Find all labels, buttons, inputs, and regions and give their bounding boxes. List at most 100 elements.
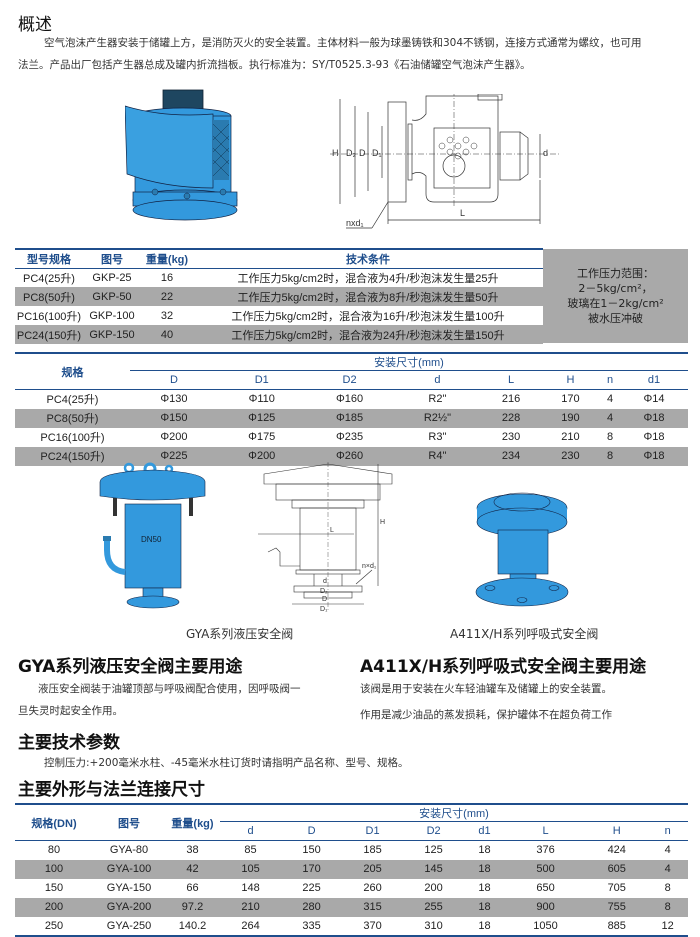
cell: 97.2 <box>165 897 220 917</box>
cell: 工作压力5kg/cm2时，混合液为24升/秒泡沫发生量150升 <box>193 325 543 344</box>
svg-text:H: H <box>332 148 339 158</box>
overview-paragraph: 空气泡沫产生器安装于储罐上方，是消防灭火的安全装置。主体材料一般为球墨铸铁和30… <box>18 32 688 76</box>
column-header: d1 <box>478 825 491 837</box>
cell: 18 <box>464 859 505 879</box>
cell: 8 <box>664 882 671 894</box>
gya-caption: GYA系列液压安全阀 <box>186 627 294 641</box>
cell: 8 <box>606 431 614 443</box>
cell: 170 <box>561 393 580 406</box>
note-line: 被水压冲破 <box>587 312 643 325</box>
cell: 185 <box>363 844 382 857</box>
cell: Φ160 <box>336 393 364 406</box>
cell: Φ14 <box>643 393 665 406</box>
cell: 工作压力5kg/cm2时，混合液为16升/秒泡沫发生量100升 <box>231 310 505 323</box>
svg-text:D₂: D₂ <box>320 588 328 595</box>
group-header: 安装尺寸(mm) <box>220 804 688 822</box>
cell: PC24(150升) <box>15 325 83 344</box>
cell: GKP-150 <box>83 325 141 344</box>
cell: R4" <box>393 446 482 466</box>
cell: 148 <box>241 882 260 894</box>
cell: 145 <box>403 859 465 879</box>
cell: 8 <box>600 446 620 466</box>
cell: PC16(100升) <box>40 432 105 444</box>
cell: 150 <box>44 882 64 894</box>
cell: 22 <box>141 287 193 306</box>
table1-header: 重量(kg) <box>145 253 189 266</box>
table3-header: 图号 <box>93 804 165 841</box>
cell: 140.2 <box>178 919 207 932</box>
cell: R3" <box>428 431 447 443</box>
gya-valve-drawing: H L d D₂ D D₁ n×d₁ <box>258 462 398 613</box>
cell: 424 <box>607 844 626 857</box>
table3-header: 重量(kg) <box>165 804 220 841</box>
dn50-label: DN50 <box>141 535 162 544</box>
cell: GYA-80 <box>109 844 149 857</box>
gya-line-1: 液压安全阀装于油罐顶部与呼吸阀配合使用，因呼吸阀一 <box>38 683 301 695</box>
cell: 260 <box>363 882 382 894</box>
cell: 200 <box>15 897 93 917</box>
cell: Φ185 <box>305 408 394 428</box>
cell: Φ18 <box>619 446 688 466</box>
table-installation-dimensions: 规格 安装尺寸(mm) D D1 D2 d L H n d1 PC4(25升)Φ… <box>15 352 688 466</box>
column-header: D <box>307 825 316 837</box>
cell: PC4(25升) <box>46 394 99 407</box>
column-header: D <box>169 374 178 386</box>
cell: 18 <box>478 882 491 894</box>
cell: PC16(100升) <box>16 310 82 323</box>
cell: 228 <box>481 408 541 428</box>
column-header: L <box>542 825 549 837</box>
cell: 4 <box>647 859 688 879</box>
svg-text:n×d₁: n×d₁ <box>362 563 377 570</box>
column-header: D2 <box>342 374 357 386</box>
a411-line-1: 该阀是用于安装在火车轻油罐车及储罐上的安全装置。 <box>360 683 612 695</box>
cell: 280 <box>281 897 343 917</box>
cell: 755 <box>586 897 648 917</box>
flange-section-title: 主要外形与法兰连接尺寸 <box>18 780 205 800</box>
cell: 234 <box>481 446 541 466</box>
cell: 18 <box>478 919 491 932</box>
column-header: n <box>664 825 671 837</box>
table1-header-row: 型号规格 图号 重量(kg) 技术条件 <box>15 249 543 268</box>
cell: 80 <box>47 844 61 857</box>
note-line: 工作压力范围： <box>576 267 654 280</box>
cell: GKP-50 <box>83 287 141 306</box>
cell: 264 <box>241 919 260 932</box>
cell: 150 <box>302 844 321 857</box>
cell: 38 <box>186 844 199 857</box>
cell: 8 <box>647 897 688 917</box>
cell: GYA-250 <box>106 919 152 932</box>
cell: PC8(50升) <box>15 287 83 306</box>
table1-header: 技术条件 <box>346 253 390 266</box>
cell: 500 <box>504 859 587 879</box>
tech-params-text: 控制压力:+200毫米水柱、-45毫米水柱订货时请指明产品名称、型号、规格。 <box>44 757 409 769</box>
cell: 4 <box>600 408 620 428</box>
gya-section-title: GYA系列液压安全阀主要用途 <box>18 657 243 677</box>
column-header: d <box>247 825 254 837</box>
overview-title: 概述 <box>18 15 52 35</box>
cell: Φ175 <box>248 431 276 443</box>
spec-header: 规格 <box>15 353 130 390</box>
cell: 216 <box>501 393 521 406</box>
table3-header: 规格(DN) <box>15 804 93 841</box>
table1-header: 型号规格 <box>27 253 71 266</box>
cell: 205 <box>342 859 404 879</box>
cell: 工作压力5kg/cm2时，混合液为4升/秒泡沫发生量25升 <box>237 272 499 285</box>
column-header: d1 <box>647 374 661 386</box>
cell: Φ150 <box>130 408 218 428</box>
tech-params-title: 主要技术参数 <box>18 733 120 753</box>
cell: 230 <box>540 446 601 466</box>
cell: 170 <box>281 859 343 879</box>
cell: PC24(150升) <box>15 446 130 466</box>
cell: 42 <box>165 859 220 879</box>
cell: GKP-25 <box>92 271 132 284</box>
gya-section-text: 液压安全阀装于油罐顶部与呼吸阀配合使用，因呼吸阀一 旦失灵时起安全作用。 <box>18 678 318 722</box>
cell: 18 <box>478 844 491 857</box>
cell: 210 <box>220 897 282 917</box>
cell: 310 <box>424 919 443 932</box>
